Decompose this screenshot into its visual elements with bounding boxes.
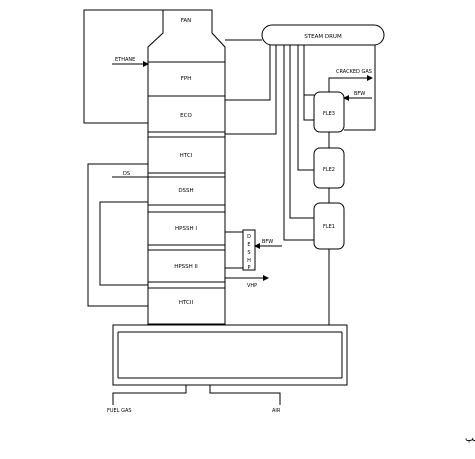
- eco-to-drum-line: [225, 45, 271, 101]
- drum-return-line: [344, 45, 376, 131]
- section-hpssh-2: HPSSH II: [174, 264, 198, 270]
- desuperheater-letter: E: [247, 242, 250, 248]
- cracked-gas-label: CRACKED GAS: [336, 69, 372, 75]
- downcomer-1: [283, 45, 314, 241]
- fle1-label: FLE1: [323, 224, 335, 230]
- figure-caption: شکل ۴) ساختار بخش جابجایی نمونه‌ای از کو…: [465, 432, 475, 444]
- section-hpssh-1: HPSSH I: [175, 226, 197, 232]
- section-htcii: HTCII: [179, 300, 194, 306]
- convection-column: [147, 61, 226, 325]
- riser-2: [297, 45, 314, 171]
- desuperheater-letter: H: [247, 258, 251, 264]
- desuperheater-letter: P: [247, 265, 250, 271]
- section-eco: ECO: [180, 113, 192, 119]
- left-loop-inner: [99, 201, 148, 286]
- ds-label: DS: [123, 171, 130, 177]
- fan-stack: [147, 9, 226, 63]
- section-dssh: DSSH: [178, 188, 193, 194]
- desuperheater-letter: S: [247, 250, 250, 256]
- left-loop-outer: [87, 163, 148, 307]
- fle3-label: FLE3: [323, 111, 335, 117]
- ethane-label: ETHANE: [115, 57, 135, 63]
- vhp-label: VHP: [247, 283, 257, 289]
- section-fan: FAN: [181, 18, 192, 24]
- air-label: AIR: [272, 408, 281, 414]
- desuperheater: [242, 229, 256, 271]
- htc-to-drum-line: [225, 45, 277, 135]
- steam-drum-label: STEAM DRUM: [304, 34, 342, 40]
- air-line: [209, 385, 281, 405]
- riser-1: [289, 45, 314, 219]
- firebox: [112, 324, 348, 386]
- steam-drum: [261, 24, 385, 46]
- riser-3: [303, 45, 314, 121]
- section-fph: FPH: [181, 76, 192, 82]
- fle2-label: FLE2: [323, 167, 335, 173]
- fuel-gas-label: FUEL GAS: [107, 408, 132, 414]
- fuel-gas-line: [112, 385, 187, 405]
- desuperheater-letter: D: [247, 234, 251, 240]
- cracked-gas-line: [328, 75, 373, 92]
- bfw-top-label: BFW: [354, 91, 365, 97]
- bfw-mid-label: BFW: [262, 239, 273, 245]
- fan-loop-line: [83, 9, 163, 124]
- convection-section: FAN FPH ECO HTCI DSSH HPSSH I HPSSH II H…: [147, 9, 226, 325]
- section-htci: HTCI: [180, 153, 193, 159]
